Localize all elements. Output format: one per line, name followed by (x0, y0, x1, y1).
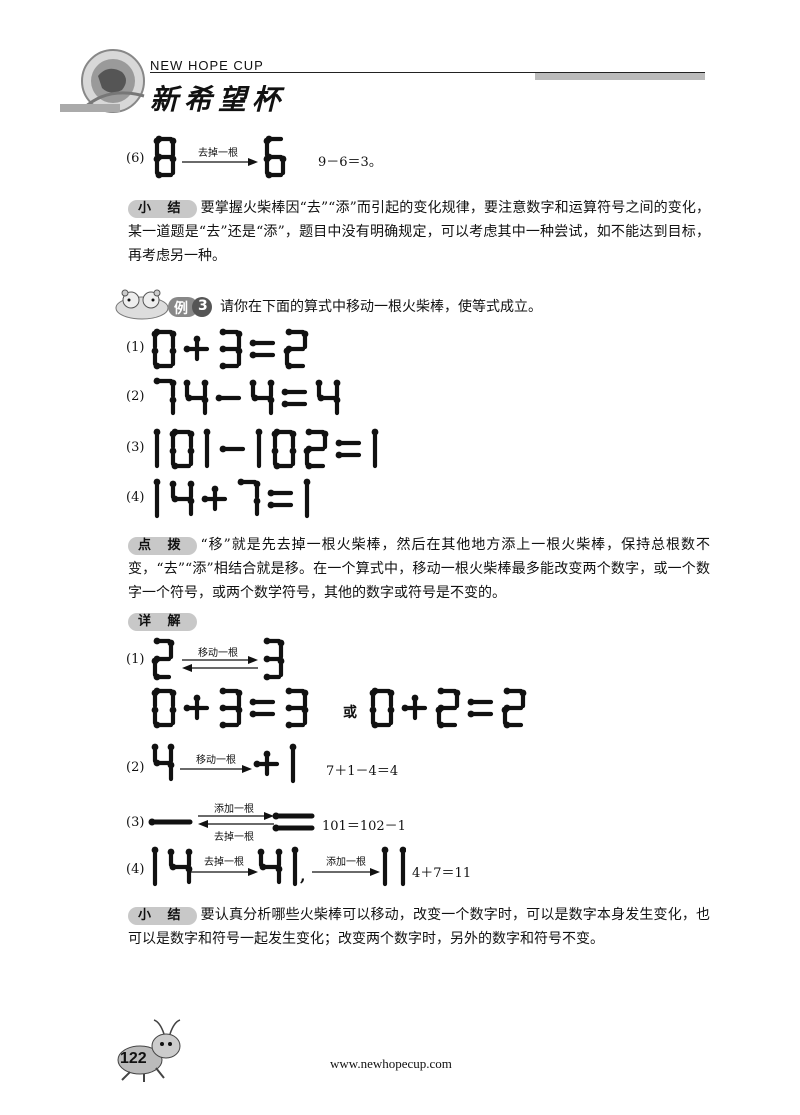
sol1-digit-3 (263, 637, 285, 681)
hint-text: “移”就是先去掉一根火柴棒，然后在其他地方添上一根火柴棒，保持总根数不变，“去”… (128, 537, 710, 601)
sol1-digit-2 (151, 637, 175, 681)
sol2-plus-and-one (253, 743, 297, 784)
summary2-text: 要认真分析哪些火柴棒可以移动，改变一个数字时，可以是数字本身发生变化，也可以是数… (128, 907, 710, 947)
solution-tag: 详 解 (128, 613, 197, 631)
sol3-label: (3) (126, 815, 145, 830)
sol1-or-word: 或 (343, 705, 357, 721)
header-gray-bar (535, 73, 705, 80)
sol4-arrow2-label: 添加一根 (326, 857, 366, 868)
sol1-answer-a (151, 687, 309, 729)
ex-item2-expr (153, 377, 341, 416)
example3-badge-word: 例 (174, 301, 188, 317)
sol1-double-arrow (182, 656, 258, 672)
sol2-label: (2) (126, 760, 145, 775)
hint-paragraph: 点 拨“移”就是先去掉一根火柴棒，然后在其他地方添上一根火柴棒，保持总根数不变，… (128, 533, 710, 605)
sol4-label: (4) (126, 862, 145, 877)
sol2-equation: 7＋1－4＝4 (326, 764, 399, 779)
ex-item1-expr (151, 328, 309, 370)
summary1-paragraph: 小 结要掌握火柴棒因“去”“添”而引起的变化规律，要注意数字和运算符号之间的变化… (128, 196, 710, 268)
sol3-double-arrow (198, 812, 274, 828)
summary1-text: 要掌握火柴棒因“去”“添”而引起的变化规律，要注意数字和运算符号之间的变化，某一… (128, 200, 710, 264)
ex-item3-label: (3) (126, 440, 145, 455)
hint-tag: 点 拨 (128, 537, 197, 555)
header-cup-cn: 新希望杯 (150, 83, 287, 116)
sol4-digits-41 (257, 846, 299, 887)
sol3-arrow-top-label: 添加一根 (214, 804, 254, 815)
item6-arrow-label: 去掉一根 (198, 148, 238, 159)
sol2-arrow (180, 765, 252, 773)
ex-item4-label: (4) (126, 490, 145, 505)
sol2-arrow-label: 移动一根 (196, 755, 236, 766)
item6-label: (6) (126, 151, 145, 166)
summary1-tag: 小 结 (128, 200, 197, 218)
sol4-digits-14 (151, 846, 193, 887)
sol2-digit-4 (151, 743, 175, 782)
sol3-equation: 101＝102－1 (322, 819, 406, 834)
sol4-arrow1-label: 去掉一根 (204, 857, 244, 868)
sol3-equals (272, 812, 315, 832)
sol4-arrow2 (312, 868, 380, 876)
example3-badge: 例 3 (168, 296, 214, 318)
sol4-equation: 4＋7＝11 (412, 866, 472, 881)
item6-digit-8 (153, 135, 177, 179)
example3-prompt: 请你在下面的算式中移动一根火柴棒，使等式成立。 (220, 299, 542, 315)
ex-item4-expr (153, 478, 311, 519)
solution-tag-wrap: 详 解 (128, 610, 201, 631)
ant-mascot-icon (117, 1019, 181, 1082)
sol1-answer-b (369, 687, 527, 729)
page-number: 122 (120, 1050, 147, 1067)
header-rule (150, 72, 705, 73)
bear-mascot-icon (115, 289, 169, 320)
sol3-minus (148, 818, 193, 826)
sol1-arrow-label: 移动一根 (198, 648, 238, 659)
item6-equation: 9－6＝3。 (318, 155, 382, 170)
logo-globe-icon (81, 49, 145, 113)
summary2-paragraph: 小 结要认真分析哪些火柴棒可以移动，改变一个数字时，可以是数字本身发生变化，也可… (128, 903, 710, 951)
sol3-arrow-bottom-label: 去掉一根 (214, 832, 254, 843)
summary2-tag: 小 结 (128, 907, 197, 925)
sol4-arrow1 (190, 868, 258, 876)
ex-item3-expr (153, 428, 379, 470)
sol4-comma: , (300, 866, 306, 885)
item6-arrow (182, 158, 258, 166)
sol1-label: (1) (126, 652, 145, 667)
header-left-bar (60, 104, 120, 112)
ex-item1-label: (1) (126, 340, 145, 355)
sol4-digits-11 (381, 846, 406, 887)
example3-badge-num: 3 (198, 298, 208, 314)
ex-item2-label: (2) (126, 389, 145, 404)
item6-digit-6 (263, 135, 287, 179)
footer-url[interactable]: www.newhopecup.com (330, 1056, 452, 1071)
header-cup-en: NEW HOPE CUP (150, 58, 264, 73)
